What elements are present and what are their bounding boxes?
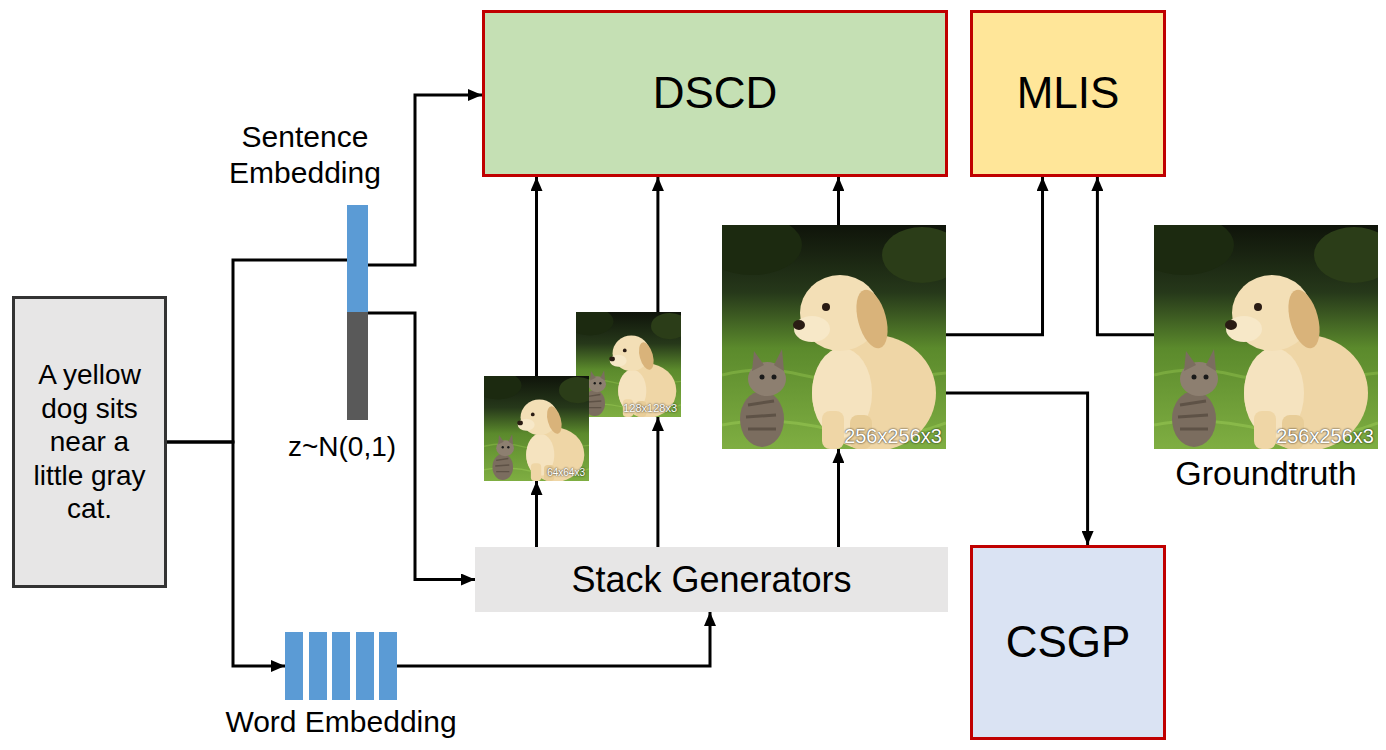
image-64: 64x64x3	[484, 376, 589, 481]
stack-generators-box: Stack Generators	[475, 547, 948, 612]
flow-arrow	[837, 449, 840, 547]
image-128: 128x128x3	[576, 312, 681, 417]
caption-label: Word Embedding	[225, 704, 456, 740]
noise-label: z~N(0,1)	[267, 430, 417, 464]
box-label: Stack Generators	[571, 558, 851, 601]
word-embedding-bars: Word Embedding	[285, 632, 397, 700]
input-text-box: A yellow dog sits near a little gray cat…	[12, 296, 167, 588]
box-label: DSCD	[653, 67, 778, 120]
size-label: 64x64x3	[547, 468, 585, 478]
box-label: A yellow dog sits near a little gray cat…	[23, 358, 156, 526]
flow-arrow	[837, 177, 840, 225]
box-label: CSGP	[1006, 616, 1131, 669]
photo-groundtruth	[1134, 215, 1386, 451]
flow-arrow	[946, 177, 1043, 335]
caption-label: Groundtruth	[1175, 453, 1356, 494]
flow-arrow	[656, 417, 659, 547]
flow-arrow	[656, 177, 659, 312]
size-label: 256x256x3	[1276, 426, 1374, 446]
photo-256	[702, 215, 962, 451]
photo-64	[475, 371, 597, 482]
csgp-box: CSGP	[970, 545, 1166, 740]
flow-arrow	[167, 260, 347, 442]
size-label: 256x256x3	[844, 426, 942, 446]
embedding-label: Sentence Embedding	[207, 119, 403, 191]
mlis-box: MLIS	[970, 10, 1166, 177]
groundtruth-image: 256x256x3Groundtruth	[1154, 225, 1378, 449]
flow-arrow	[397, 612, 710, 666]
flow-arrow	[535, 481, 538, 547]
flow-arrow	[167, 442, 285, 666]
flow-arrow	[368, 95, 482, 265]
flow-arrow	[535, 177, 538, 376]
flow-arrow	[946, 393, 1088, 545]
dscd-box: DSCD	[482, 10, 948, 177]
box-label: MLIS	[1017, 67, 1120, 120]
sentence-embedding-bar: Sentence Embeddingz~N(0,1)	[347, 205, 368, 420]
image-256: 256x256x3	[722, 225, 946, 449]
flow-arrow	[1097, 177, 1154, 335]
size-label: 128x128x3	[623, 403, 677, 414]
